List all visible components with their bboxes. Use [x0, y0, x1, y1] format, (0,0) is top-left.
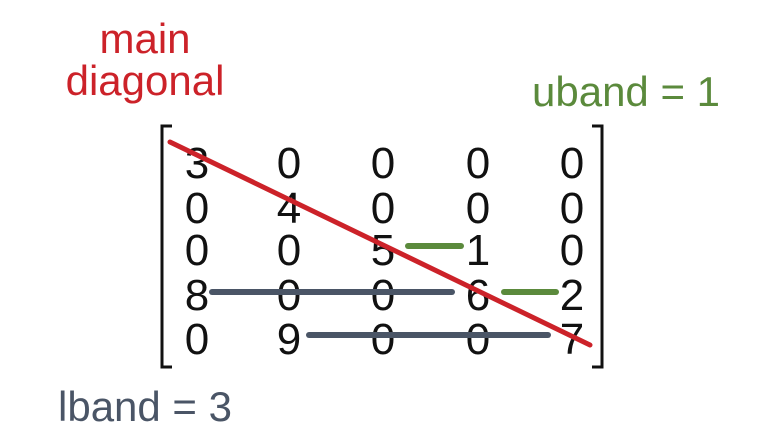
matrix-cell-r0-c4: 0	[560, 139, 584, 188]
matrix-cell-r2-c4: 0	[560, 226, 584, 275]
matrix-cell-r1-c2: 0	[371, 184, 395, 233]
uband-label: uband = 1	[532, 68, 721, 115]
matrix-cell-r1-c1: 4	[277, 184, 301, 233]
matrix-cell-r0-c1: 0	[277, 139, 301, 188]
main-diagonal-line	[167, 139, 593, 348]
matrix-cell-r4-c3: 0	[466, 315, 490, 364]
matrix-cell-r1-c4: 0	[560, 184, 584, 233]
matrix-cell-r1-c3: 0	[466, 184, 490, 233]
right-bracket	[592, 124, 604, 369]
matrix-cell-r2-c0: 0	[185, 226, 209, 275]
matrix-cell-r3-c1: 0	[277, 271, 301, 320]
matrix-cell-r0-c2: 0	[371, 139, 395, 188]
matrix-cell-r4-c1: 9	[277, 315, 301, 364]
matrix-cell-r4-c2: 0	[371, 315, 395, 364]
matrix-cell-r4-c0: 0	[185, 315, 209, 364]
main-diagonal-label: main diagonal	[52, 18, 238, 102]
matrix-cell-r3-c4: 2	[560, 271, 584, 320]
main-diagonal-label-line2: diagonal	[65, 57, 225, 104]
matrix-cell-r3-c2: 0	[371, 271, 395, 320]
matrix-cell-r0-c3: 0	[466, 139, 490, 188]
matrix-cell-r0-c0: 3	[185, 139, 209, 188]
matrix-cell-r2-c1: 0	[277, 226, 301, 275]
left-bracket	[160, 124, 172, 369]
lband-label: lband = 3	[58, 383, 232, 430]
matrix-cell-r3-c0: 8	[185, 271, 209, 320]
matrix-cell-r1-c0: 0	[185, 184, 209, 233]
main-diagonal-label-line1: main	[99, 15, 191, 62]
matrix-cell-r2-c3: 1	[466, 226, 490, 275]
